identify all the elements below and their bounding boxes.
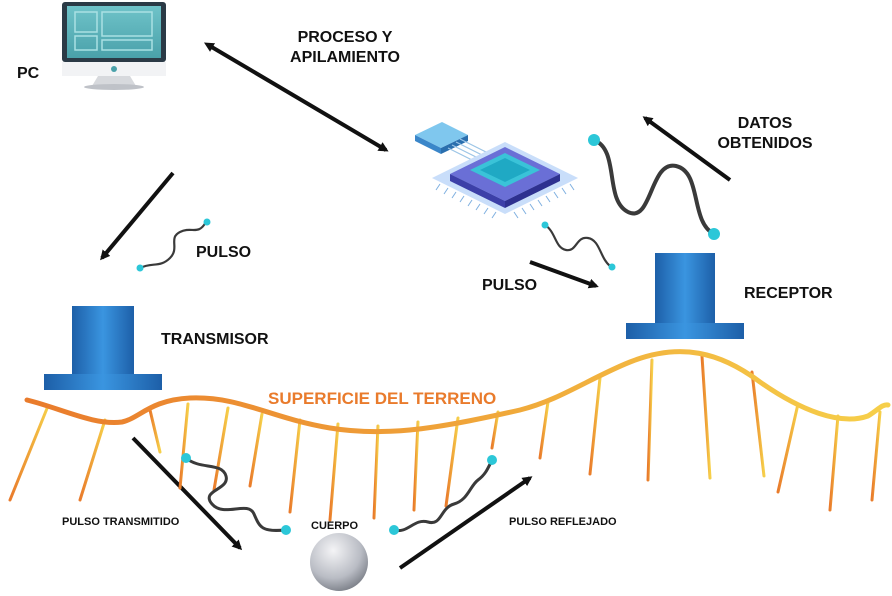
receptor-label: RECEPTOR <box>744 285 833 302</box>
proceso-line2: APILAMIENTO <box>290 49 400 66</box>
datos-line2: OBTENIDOS <box>717 135 813 152</box>
transmisor-label: TRANSMISOR <box>161 331 269 348</box>
pulso-left-label: PULSO <box>196 244 252 261</box>
reflected-wave <box>389 455 497 535</box>
pulso-right-label: PULSO <box>482 277 538 294</box>
datos-line1: DATOS <box>737 115 793 132</box>
proceso-label: PROCESO Y APILAMIENTO <box>272 28 418 68</box>
arrow-pulse-to-receiver <box>529 260 599 289</box>
pulso-transmitido-label: PULSO TRANSMITIDO <box>62 516 180 528</box>
ground-surface <box>8 349 891 522</box>
arrow-pc-processing <box>203 42 389 152</box>
chip-icon <box>415 122 578 219</box>
transmitter-icon <box>44 306 162 390</box>
arrows <box>100 42 732 570</box>
arrow-reflected-pulse <box>398 476 533 570</box>
pc-label: PC <box>17 65 40 82</box>
superficie-label: SUPERFICIE DEL TERRENO <box>268 389 497 408</box>
arrow-datos-obtenidos <box>642 116 732 182</box>
received-wave <box>588 134 720 240</box>
proceso-line1: PROCESO Y <box>297 29 393 46</box>
datos-label: DATOS OBTENIDOS <box>695 114 835 154</box>
sphere-icon <box>310 533 368 591</box>
monitor-icon <box>62 2 166 90</box>
receiver-icon <box>626 253 744 339</box>
transmitted-wave <box>181 453 291 535</box>
pulso-reflejado-label: PULSO REFLEJADO <box>509 516 617 528</box>
arrow-to-transmitter <box>100 171 175 261</box>
cuerpo-label: CUERPO <box>311 520 359 532</box>
pulse-wave-left <box>136 218 211 272</box>
arrow-transmitted-pulse <box>131 436 243 551</box>
pulse-wave-right <box>541 221 616 271</box>
